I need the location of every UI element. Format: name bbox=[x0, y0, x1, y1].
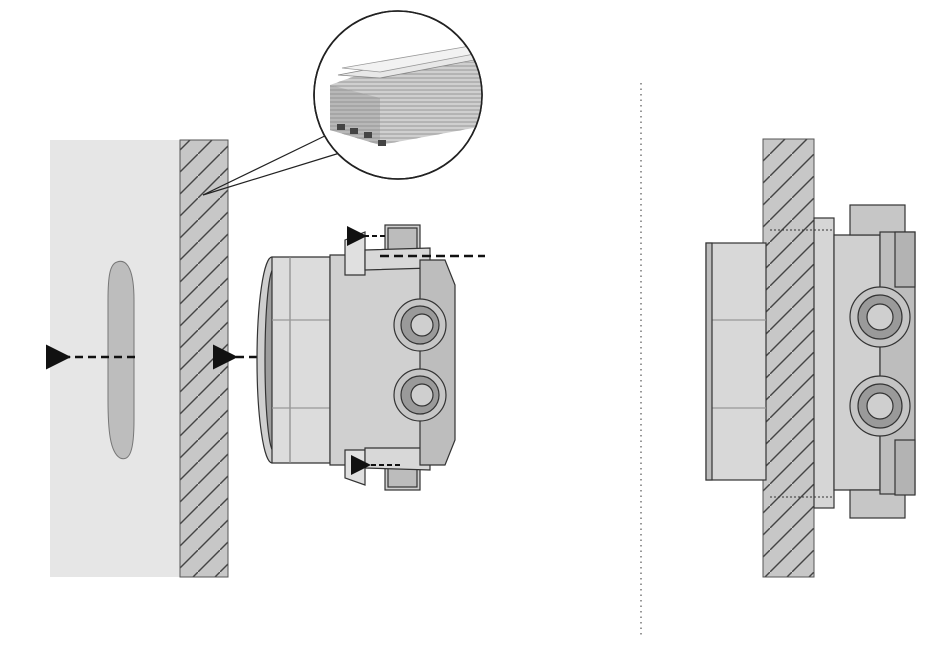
right-panel bbox=[706, 139, 915, 577]
valve-port-upper bbox=[394, 299, 446, 351]
installed-port-lower bbox=[850, 376, 910, 436]
drywall-band bbox=[180, 140, 228, 577]
valve-body bbox=[257, 225, 455, 490]
drywall-detail-circle bbox=[314, 11, 495, 179]
left-panel bbox=[50, 11, 495, 577]
valve-port-lower bbox=[394, 369, 446, 421]
installed-port-upper bbox=[850, 287, 910, 347]
installed-wall bbox=[763, 139, 814, 577]
installed-sleeve bbox=[706, 243, 766, 480]
wall-cutout bbox=[108, 261, 134, 458]
